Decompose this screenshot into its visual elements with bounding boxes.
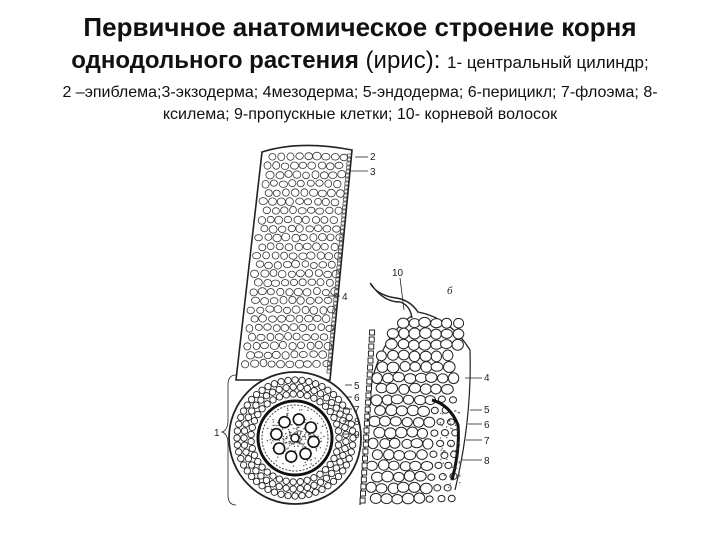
title-block: Первичное анатомическое строение корня о… [0, 10, 720, 80]
label-10: 10 [392, 268, 404, 279]
label-right-8: 8 [484, 456, 490, 467]
root-hair-detail-drawing [359, 282, 471, 506]
label-9: 9 [354, 430, 360, 441]
panel-letter: б [447, 285, 453, 297]
legend-caption: 2 –эпиблема;3-экзодерма; 4мезодерма; 5-э… [62, 84, 658, 123]
title-line-1: Первичное анатомическое строение корня [83, 12, 637, 42]
label-right-4: 4 [484, 373, 490, 384]
label-right-6: 6 [484, 420, 490, 431]
title-plant-type: однодольного растения [71, 47, 359, 74]
label-right-5: 5 [484, 405, 490, 416]
label-6: 6 [354, 393, 360, 404]
label-1: 1 [214, 428, 220, 439]
title-legend-item-1: 1- центральный цилиндр; [447, 53, 649, 72]
label-2: 2 [370, 152, 376, 163]
title-line-2: однодольного растения (ирис): 1- централ… [0, 44, 720, 80]
leader-lines [220, 156, 482, 506]
label-3: 3 [370, 167, 376, 178]
label-7: 7 [354, 405, 360, 416]
label-4: 4 [342, 292, 348, 303]
root-cross-section-drawing [228, 144, 362, 505]
label-right-7: 7 [484, 436, 490, 447]
label-5: 5 [354, 381, 360, 392]
title-plant-name: (ирис): [358, 47, 448, 74]
label-8: 8 [354, 417, 360, 428]
